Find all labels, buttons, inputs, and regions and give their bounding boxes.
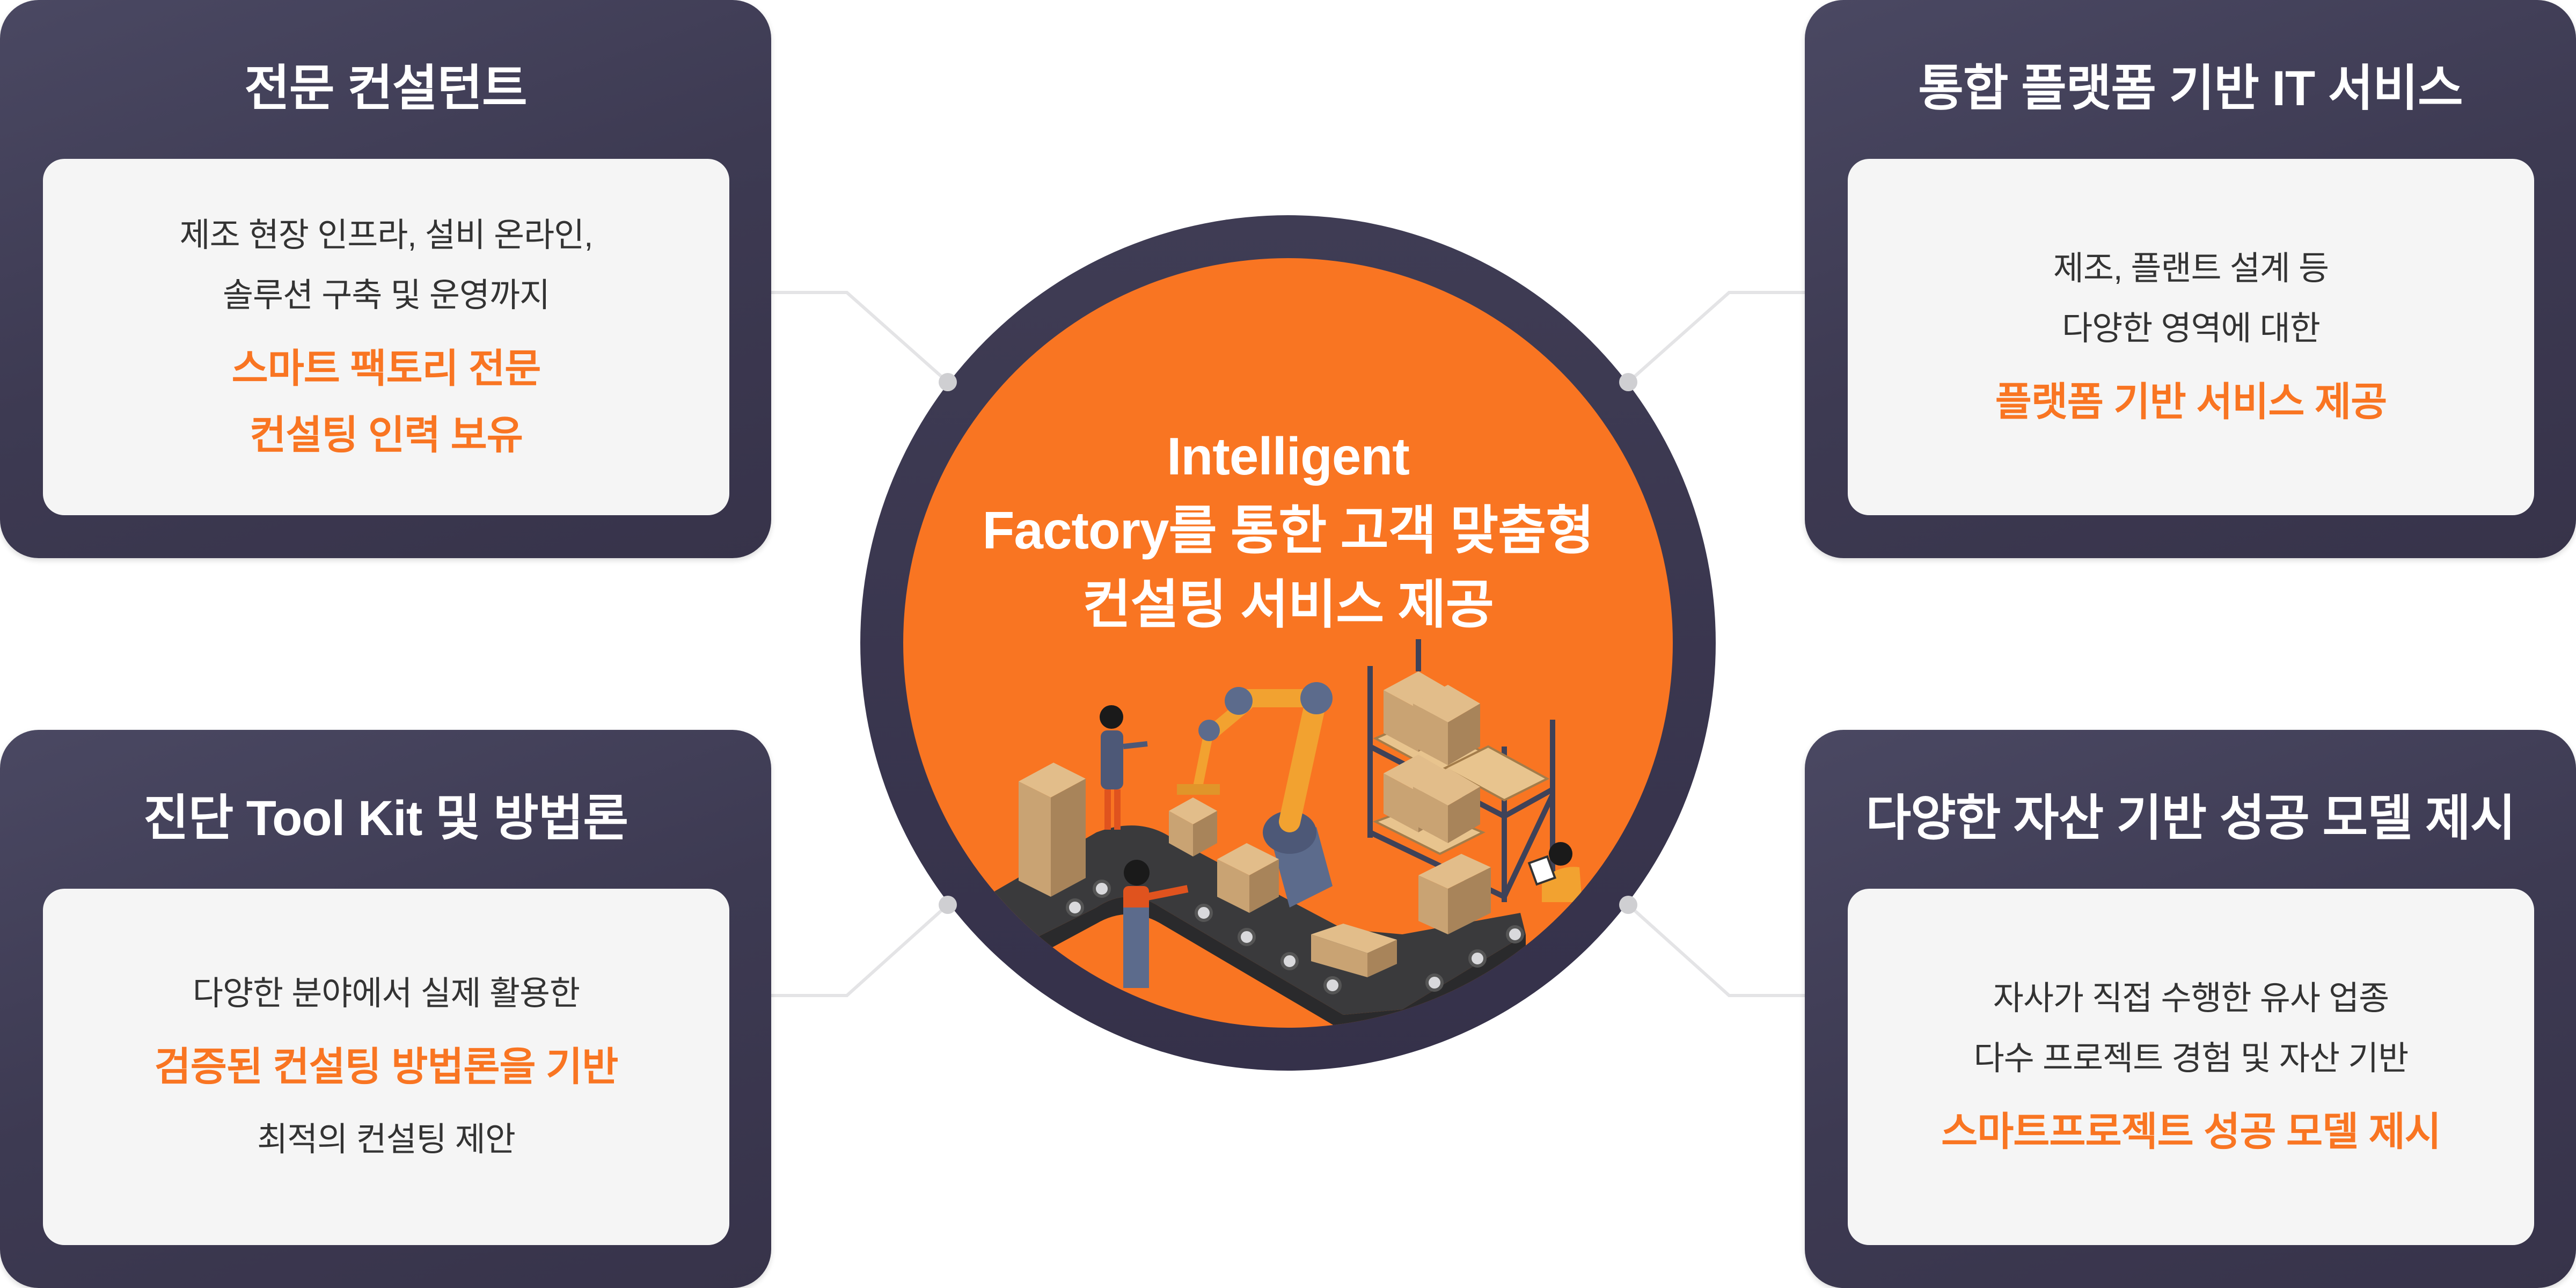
card-text: 제조, 플랜트 설계 등 xyxy=(2053,250,2329,287)
roller-icon xyxy=(1425,974,1444,992)
conveyor-boxes xyxy=(1019,763,1491,977)
center-title-line: Intelligent xyxy=(1167,427,1410,486)
card-content: 자사가 직접 수행한 유사 업종 다수 프로젝트 경험 및 자산 기반 스마트프… xyxy=(1848,889,2534,1245)
connector-dot xyxy=(939,373,957,391)
connector-dot xyxy=(1619,896,1637,914)
center-circle-fill: Intelligent Factory를 통한 고객 맞춤형 컨설팅 서비스 제… xyxy=(903,258,1673,1028)
card-text: 다양한 분야에서 실제 활용한 xyxy=(192,975,580,1012)
center-title-line: 컨설팅 서비스 제공 xyxy=(1082,575,1494,634)
roller-icon xyxy=(1093,880,1111,898)
roller-icon xyxy=(1238,928,1256,946)
card-text: 다수 프로젝트 경험 및 자산 기반 xyxy=(1973,1040,2409,1077)
robot-joint-icon xyxy=(1300,682,1333,714)
roller-icon xyxy=(1323,976,1342,994)
worker-woman xyxy=(1100,705,1148,830)
card-platform-it-service: 통합 플랫폼 기반 IT 서비스 제조, 플랜트 설계 등 다양한 영역에 대한… xyxy=(1805,0,2576,558)
robot-joint-icon xyxy=(1198,720,1220,741)
roller-icon xyxy=(1066,898,1084,917)
card-highlight-text: 컨설팅 인력 보유 xyxy=(250,413,523,457)
roller-icon xyxy=(1506,925,1524,943)
card-title: 전문 컨설턴트 xyxy=(244,61,527,116)
card-content: 제조, 플랜트 설계 등 다양한 영역에 대한 플랫폼 기반 서비스 제공 xyxy=(1848,159,2534,515)
smart-factory-illustration xyxy=(994,639,1582,1028)
card-highlight-text: 스마트프로젝트 성공 모델 제시 xyxy=(1941,1109,2441,1154)
card-text: 다양한 영역에 대한 xyxy=(2062,310,2321,347)
center-circle: Intelligent Factory를 통한 고객 맞춤형 컨설팅 서비스 제… xyxy=(860,215,1716,1071)
card-content: 다양한 분야에서 실제 활용한 검증된 컨설팅 방법론을 기반 최적의 컨설팅 … xyxy=(43,889,729,1245)
card-title: 통합 플랫폼 기반 IT 서비스 xyxy=(1918,61,2463,116)
card-title: 진단 Tool Kit 및 방법론 xyxy=(143,791,628,846)
card-success-model: 다양한 자산 기반 성공 모델 제시 자사가 직접 수행한 유사 업종 다수 프… xyxy=(1805,730,2576,1288)
card-content: 제조 현장 인프라, 설비 온라인, 솔루션 구축 및 운영까지 스마트 팩토리… xyxy=(43,159,729,515)
robot-arm xyxy=(1177,682,1333,908)
card-highlight-text: 스마트 팩토리 전문 xyxy=(231,346,541,391)
connector-dot xyxy=(939,896,957,914)
shelf-boxes xyxy=(1384,671,1480,843)
roller-icon xyxy=(1468,949,1487,968)
connector-dot xyxy=(1619,373,1637,391)
card-text: 자사가 직접 수행한 유사 업종 xyxy=(1993,980,2389,1017)
card-text: 최적의 컨설팅 제안 xyxy=(257,1121,516,1158)
roller-icon xyxy=(1280,952,1299,970)
robot-joint-icon xyxy=(1225,687,1253,715)
center-title: Intelligent Factory를 통한 고객 맞춤형 컨설팅 서비스 제… xyxy=(903,419,1673,641)
card-text: 솔루션 구축 및 운영까지 xyxy=(222,277,550,314)
card-highlight-text: 검증된 컨설팅 방법론을 기반 xyxy=(154,1044,619,1089)
card-expert-consultant: 전문 컨설턴트 제조 현장 인프라, 설비 온라인, 솔루션 구축 및 운영까지… xyxy=(0,0,771,558)
card-text: 제조 현장 인프라, 설비 온라인, xyxy=(179,217,594,254)
center-title-line: Factory를 통한 고객 맞춤형 xyxy=(982,501,1594,560)
card-title: 다양한 자산 기반 성공 모델 제시 xyxy=(1865,791,2515,846)
worker-man xyxy=(1123,860,1189,988)
worker-tablet xyxy=(1527,842,1582,902)
card-diagnostic-toolkit: 진단 Tool Kit 및 방법론 다양한 분야에서 실제 활용한 검증된 컨설… xyxy=(0,730,771,1288)
card-highlight-text: 플랫폼 기반 서비스 제공 xyxy=(1995,379,2387,424)
roller-icon xyxy=(1195,904,1213,922)
